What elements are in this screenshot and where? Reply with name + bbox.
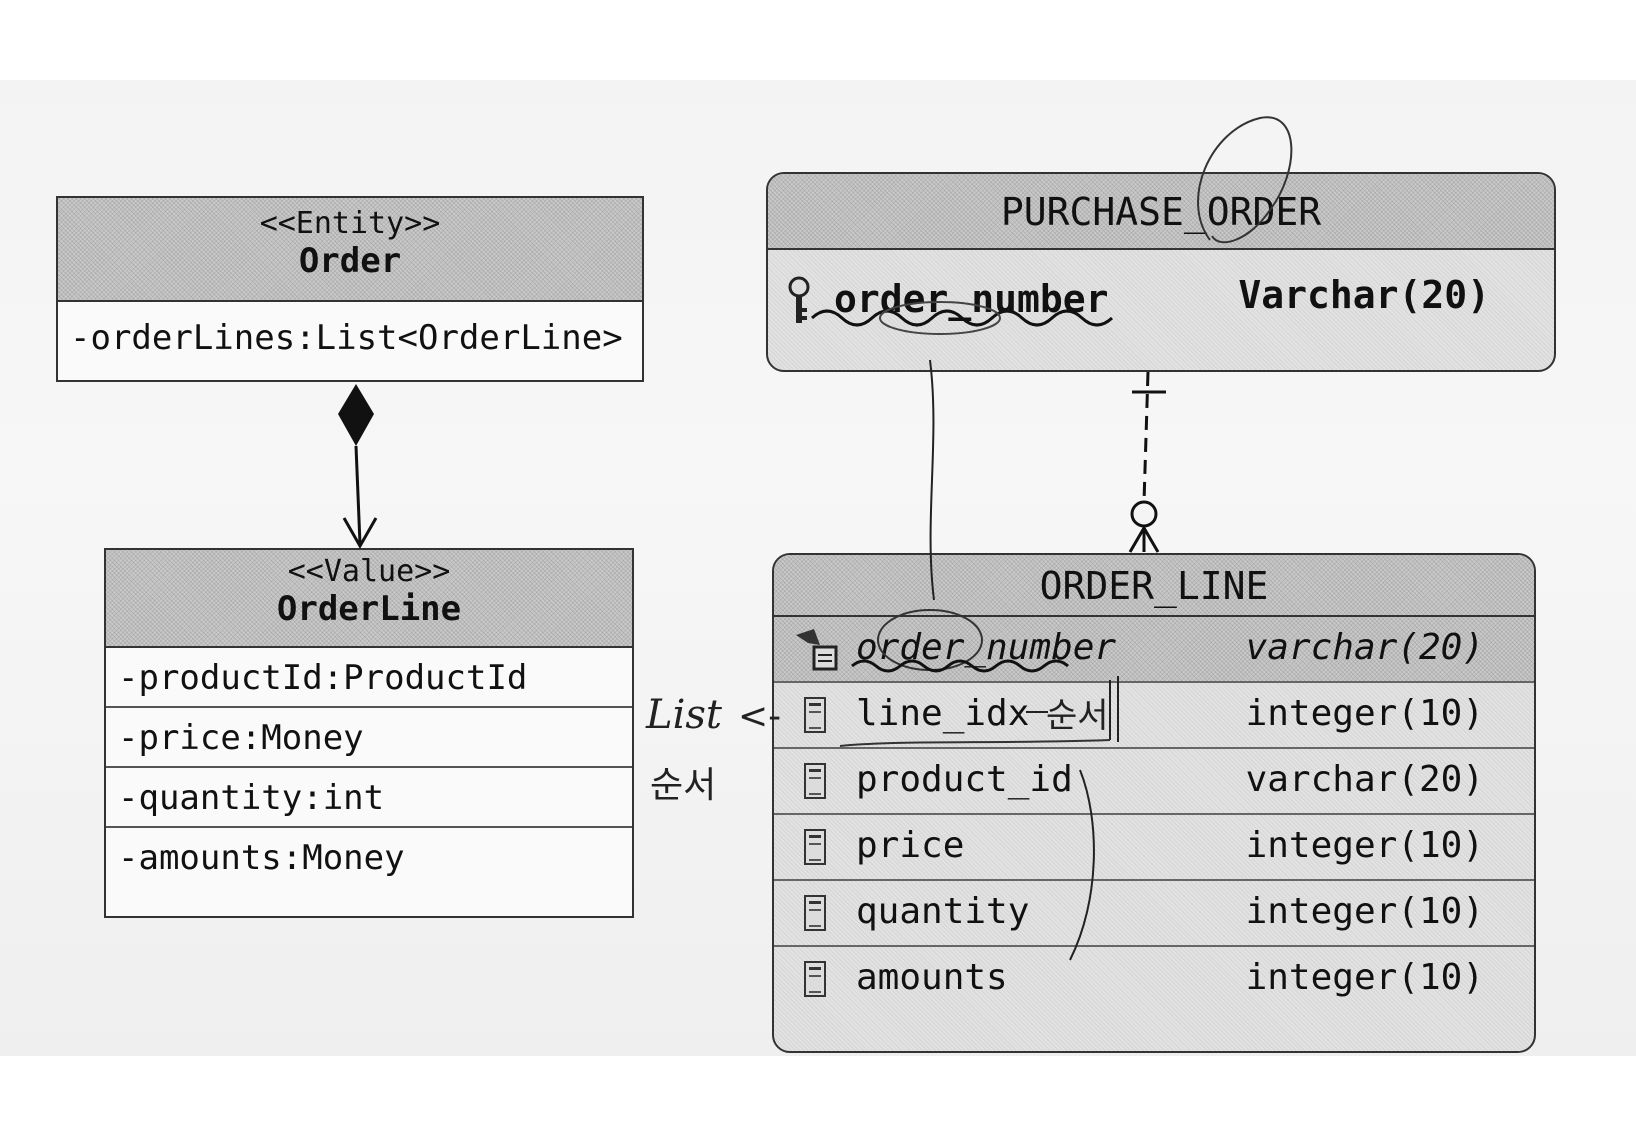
- order-line-title: ORDER_LINE: [774, 555, 1534, 617]
- uml-class-orderline: <<Value>> OrderLine -productId:ProductId…: [104, 548, 634, 918]
- column-icon: [804, 763, 826, 799]
- order-line-column-type: integer(10): [1245, 693, 1484, 734]
- column-icon: [804, 829, 826, 865]
- orderline-attribute: -productId:ProductId: [106, 648, 632, 708]
- order-line-column-row: order_number varchar(20): [774, 617, 1534, 683]
- composition-line: [354, 445, 362, 545]
- order-line-column-row: line_idx integer(10): [774, 683, 1534, 749]
- orderline-attribute: -quantity:int: [106, 768, 632, 828]
- handwritten-arrow: <-: [738, 696, 782, 737]
- handwritten-link-line: [929, 359, 935, 601]
- handwritten-oval-top: [879, 301, 1001, 335]
- column-icon: [804, 895, 826, 931]
- order-line-column-type: integer(10): [1245, 957, 1484, 998]
- orderline-class-name: OrderLine: [276, 589, 462, 629]
- purchase-order-title: PURCHASE_ORDER: [768, 174, 1554, 250]
- foreign-key-icon: [794, 627, 840, 671]
- orderline-attribute: -amounts:Money: [118, 838, 405, 878]
- order-line-column-row: price integer(10): [774, 815, 1534, 881]
- uml-class-order: <<Entity>> Order -orderLines:List<OrderL…: [56, 196, 644, 382]
- order-line-column-row: amounts integer(10): [774, 947, 1534, 1013]
- order-line-column-type: varchar(20): [1245, 759, 1484, 800]
- column-icon: [804, 961, 826, 997]
- order-class-name: Order: [298, 241, 402, 281]
- handwritten-note-list: List: [646, 692, 722, 738]
- order-stereotype: <<Entity>>: [259, 206, 441, 241]
- handwritten-idx-note: 순서: [1046, 696, 1109, 736]
- handwritten-underline-idx: [839, 739, 1111, 747]
- handwritten-bracket: [1069, 769, 1095, 961]
- composition-diamond: [338, 384, 374, 446]
- purchase-order-column-type: Varchar(20): [1238, 273, 1490, 317]
- orderline-stereotype: <<Value>>: [287, 554, 451, 589]
- order-line-column-name: price: [856, 825, 965, 866]
- order-line-column-type: varchar(20): [1245, 627, 1484, 668]
- uml-class-order-header: <<Entity>> Order: [58, 198, 642, 302]
- order-attribute: -orderLines:List<OrderLine>: [70, 318, 623, 358]
- handwritten-squiggle-top: [810, 309, 1114, 327]
- handwritten-note-order: 순서: [650, 765, 717, 806]
- uml-class-orderline-header: <<Value>> OrderLine: [106, 550, 632, 648]
- relationship-zero-circle: [1130, 500, 1158, 528]
- table-purchase-order: PURCHASE_ORDER order_number Varchar(20): [766, 172, 1556, 372]
- handwritten-squiggle-fk: [851, 659, 1069, 673]
- order-line-column-name: quantity: [856, 891, 1030, 932]
- order-line-column-row: quantity integer(10): [774, 881, 1534, 947]
- order-line-column-type: integer(10): [1245, 891, 1484, 932]
- order-line-column-type: integer(10): [1245, 825, 1484, 866]
- order-line-column-name: order_number: [856, 627, 1117, 668]
- primary-key-icon: [788, 276, 810, 326]
- order-line-column-name: amounts: [856, 957, 1008, 998]
- order-line-column-row: product_id varchar(20): [774, 749, 1534, 815]
- handwritten-circle-title: [1197, 116, 1293, 244]
- orderline-attribute: -price:Money: [106, 708, 632, 768]
- order-line-column-name: line_idx: [856, 693, 1030, 734]
- table-order-line: ORDER_LINE order_number varchar(20) line…: [772, 553, 1536, 1053]
- column-icon: [804, 697, 826, 733]
- composition-arrowhead: [342, 517, 378, 550]
- order-line-column-name: product_id: [856, 759, 1073, 800]
